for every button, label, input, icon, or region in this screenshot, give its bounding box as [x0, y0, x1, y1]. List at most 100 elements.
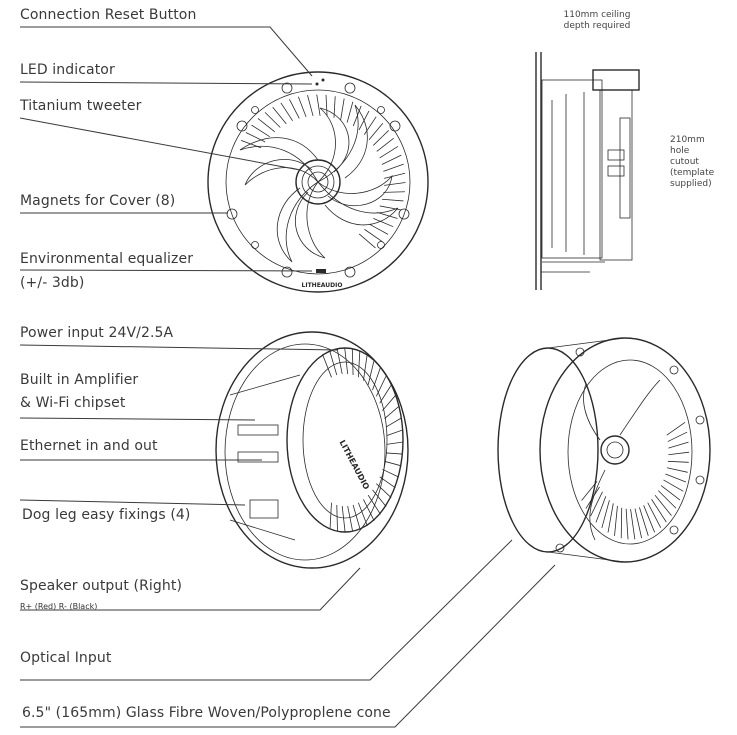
equalizer-label: Environmental equalizer	[20, 251, 194, 267]
hole-cutout-note: 210mm hole cutout (template supplied)	[670, 135, 714, 190]
fin-line	[376, 376, 387, 397]
fin-line	[297, 96, 307, 117]
ceiling-depth-line-2: depth required	[563, 21, 631, 31]
fin-line	[654, 494, 672, 516]
fin-line	[585, 486, 600, 509]
titanium-tweeter-label: Titanium tweeter	[20, 98, 142, 114]
fin-line	[595, 496, 607, 523]
fin-line	[357, 502, 368, 527]
fin-line	[367, 494, 381, 515]
front-view-speaker	[207, 71, 429, 293]
swirl-grille	[239, 104, 399, 263]
fin-line	[614, 505, 618, 536]
fin-line	[352, 105, 362, 127]
ceiling-depth-note: 110mm ceiling depth required	[560, 10, 634, 32]
fin-line	[384, 182, 406, 186]
rear-view-speaker	[215, 331, 409, 569]
fin-line	[240, 139, 262, 149]
fin-line	[336, 348, 343, 374]
edge-fins	[240, 94, 406, 249]
fin-line	[322, 354, 332, 378]
fin-line	[333, 96, 336, 118]
fin-line	[607, 503, 614, 533]
front-brand-text: LITHEAUDIO	[302, 282, 343, 289]
power-input-label: Power input 24V/2.5A	[20, 325, 174, 341]
fin-line	[341, 506, 346, 533]
fin-line	[668, 441, 689, 449]
fin-line	[368, 122, 384, 141]
fin-line	[651, 499, 667, 523]
fin-line	[630, 508, 636, 540]
fin-line	[666, 467, 688, 473]
fin-line	[376, 211, 398, 219]
fin-line	[347, 506, 354, 532]
fin-line	[379, 385, 392, 404]
fin-line	[372, 368, 381, 391]
fin-line	[643, 505, 656, 533]
fin-line	[329, 502, 332, 529]
amplifier-label: Built in Amplifier	[20, 372, 139, 388]
equalizer-switch	[316, 269, 326, 273]
fin-line	[325, 94, 328, 117]
speaker-polarity-label: R+ (Red) R- (Black)	[20, 602, 98, 611]
rear-brand-text: LITHEAUDIO	[337, 439, 371, 492]
fin-line	[364, 228, 383, 242]
optical-input-label: Optical Input	[20, 650, 112, 666]
fin-line	[383, 191, 405, 193]
fin-line	[663, 479, 684, 492]
fin-line	[363, 499, 375, 521]
fin-line	[280, 102, 293, 122]
front-leader-lines	[19, 26, 313, 272]
fin-line	[363, 116, 377, 135]
fin-line	[381, 154, 402, 165]
fin-line	[376, 483, 392, 498]
fin-line	[352, 504, 361, 530]
fin-line	[358, 110, 370, 131]
fin-line	[346, 101, 354, 123]
fin-line	[666, 422, 686, 436]
fin-line	[368, 223, 389, 235]
fin-line	[667, 460, 689, 463]
fin-line	[340, 98, 345, 120]
fin-line	[381, 198, 404, 202]
reset-button-label: Connection Reset Button	[20, 7, 197, 23]
fin-line	[658, 490, 677, 509]
fin-line	[272, 106, 287, 125]
fin-line	[667, 431, 688, 442]
hole-cutout-line-3: cutout	[670, 157, 699, 167]
fin-line	[665, 473, 687, 483]
fin-line	[379, 476, 396, 489]
fin-line	[384, 406, 399, 419]
fin-line	[289, 99, 300, 119]
fin-line	[668, 451, 690, 456]
fin-line	[385, 452, 403, 455]
fin-line	[639, 507, 649, 536]
fin-line	[634, 508, 643, 539]
side-view-speaker	[535, 52, 640, 290]
rear-leader-lines	[19, 344, 556, 728]
fin-line	[358, 233, 376, 249]
fin-line	[372, 130, 389, 146]
led-indicator-label: LED indicator	[20, 62, 115, 78]
fin-line	[379, 205, 402, 211]
fin-line	[386, 441, 404, 445]
hole-cutout-line-1: 210mm	[670, 135, 705, 145]
fin-line	[660, 485, 681, 501]
fin-line	[386, 429, 403, 437]
fin-line	[379, 146, 399, 159]
fin-line	[382, 468, 399, 478]
fin-line	[344, 347, 349, 374]
magnet-holes	[226, 82, 410, 278]
fin-line	[625, 508, 629, 540]
fin-line	[367, 361, 375, 385]
fin-line	[351, 348, 354, 376]
fin-line	[245, 132, 266, 143]
led-indicator	[315, 82, 319, 86]
fin-line	[384, 460, 402, 467]
fin-line	[264, 112, 281, 128]
hole-cutout-line-2: hole	[670, 146, 690, 156]
ethernet-label: Ethernet in and out	[20, 438, 158, 454]
fin-line	[376, 137, 394, 152]
fin-line	[336, 504, 338, 531]
